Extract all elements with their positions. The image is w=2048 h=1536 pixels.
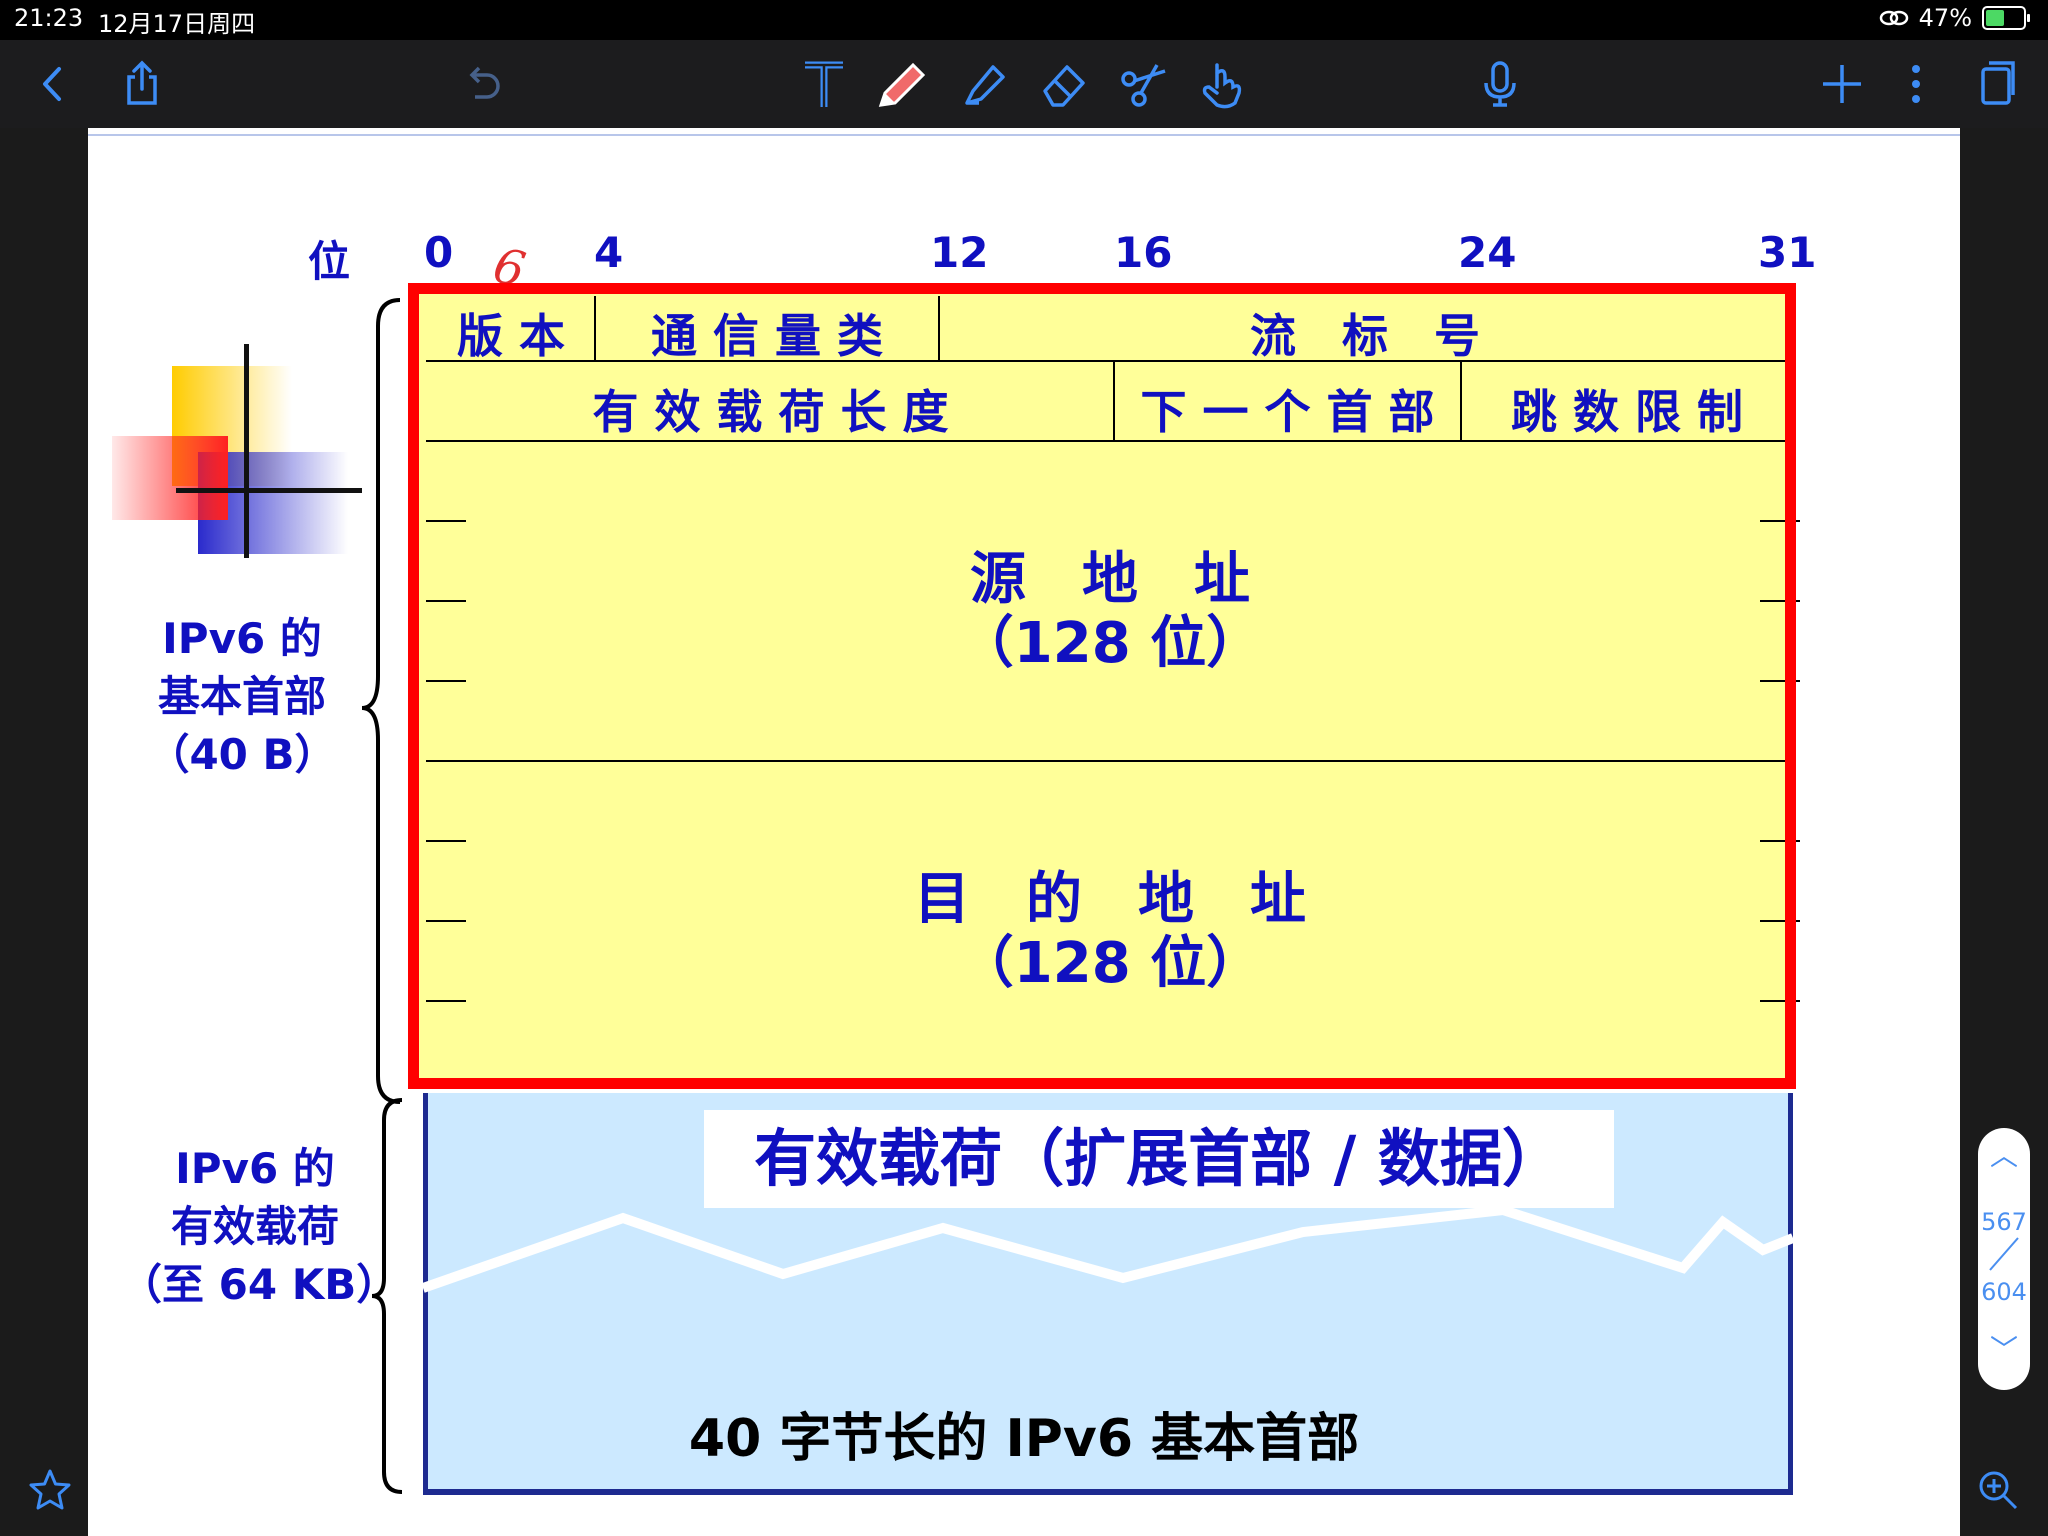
tick-mark — [426, 1000, 466, 1002]
hand-icon[interactable] — [1192, 54, 1252, 114]
field-payload-length: 有 效 载 荷 长 度 — [592, 385, 949, 439]
page-down-icon[interactable]: ﹀ — [1989, 1333, 2018, 1366]
tick-mark — [426, 920, 466, 922]
slide-top-divider — [88, 134, 1960, 136]
pen-icon[interactable] — [872, 54, 932, 114]
page-view-icon[interactable] — [1966, 54, 2026, 114]
battery-percent: 47% — [1918, 4, 1972, 32]
field-source-address: 源 地 址 （128 位） — [810, 548, 1410, 676]
destination-address-title: 目 的 地 址 — [914, 867, 1306, 932]
tick-mark — [426, 840, 466, 842]
scissors-icon[interactable] — [1114, 54, 1174, 114]
favorite-star-icon[interactable] — [6, 1446, 94, 1534]
tick-mark — [1760, 680, 1800, 682]
status-bar: 21:23 12月17日周四 47% — [0, 0, 2048, 40]
field-next-header: 下 一 个 首 部 — [1140, 385, 1435, 439]
field-destination-address: 目 的 地 址 （128 位） — [810, 868, 1410, 996]
side-label-payload-line2: 有效载荷 — [170, 1202, 339, 1251]
side-label-header-line1: IPv6 的 — [162, 614, 322, 663]
current-page: 567 — [1981, 1208, 2027, 1236]
payload-brace — [371, 1098, 403, 1494]
source-address-title: 源 地 址 — [970, 547, 1250, 612]
field-version: 版 本 — [456, 309, 565, 363]
page-separator-icon — [1989, 1237, 2019, 1271]
text-tool-icon[interactable] — [794, 54, 854, 114]
page-up-icon[interactable]: ︿ — [1989, 1139, 2018, 1172]
bit-tick-24: 24 — [1458, 228, 1517, 277]
toolbar — [0, 40, 2048, 128]
divider-payload-length — [1113, 362, 1115, 440]
divider-version — [594, 296, 596, 360]
bit-axis-label: 位 — [308, 237, 351, 286]
status-right: 47% — [1879, 4, 2030, 32]
tick-mark — [1760, 1000, 1800, 1002]
more-icon[interactable] — [1886, 54, 1946, 114]
status-time: 21:23 — [14, 4, 84, 32]
divider-traffic-class — [938, 296, 940, 360]
bit-tick-12: 12 — [930, 228, 989, 277]
tick-mark — [426, 520, 466, 522]
tick-mark — [1760, 600, 1800, 602]
page-scroller[interactable]: ︿ 567 604 ﹀ — [1978, 1128, 2030, 1390]
total-pages: 604 — [1981, 1278, 2027, 1306]
divider-next-header — [1460, 362, 1462, 440]
destination-address-size: （128 位） — [957, 931, 1263, 996]
slide-page[interactable]: 位 0 4 12 16 24 31 6 IPv6 的 基本首部 （40 B） I… — [88, 128, 1960, 1536]
header-brace — [361, 298, 401, 1104]
highlighter-icon[interactable] — [954, 54, 1014, 114]
bit-tick-16: 16 — [1114, 228, 1173, 277]
link-icon — [1879, 10, 1908, 26]
eraser-icon[interactable] — [1034, 54, 1094, 114]
field-hop-limit: 跳 数 限 制 — [1510, 385, 1744, 439]
address-divider — [426, 760, 1788, 762]
side-label-payload: IPv6 的 有效载荷 （至 64 KB） — [120, 1140, 399, 1314]
side-label-header-line3: （40 B） — [147, 730, 337, 779]
share-icon[interactable] — [112, 54, 172, 114]
row2-divider — [426, 440, 1788, 442]
tick-mark — [1760, 520, 1800, 522]
tick-mark — [426, 600, 466, 602]
side-label-payload-line1: IPv6 的 — [175, 1144, 335, 1193]
slide-decoration-squares — [112, 344, 362, 558]
status-date: 12月17日周四 — [98, 10, 256, 38]
payload-label: 有效载荷（扩展首部 / 数据） — [704, 1110, 1614, 1208]
row1-divider — [426, 360, 1788, 362]
source-address-size: （128 位） — [957, 611, 1263, 676]
add-icon[interactable] — [1812, 54, 1872, 114]
payload-break-line — [423, 1204, 1793, 1293]
header-highlight-frame — [408, 283, 1796, 1089]
bit-tick-4: 4 — [594, 228, 624, 277]
tick-mark — [426, 680, 466, 682]
slide-caption: 40 字节长的 IPv6 基本首部 — [688, 1409, 1360, 1469]
back-icon[interactable] — [24, 54, 84, 114]
tick-mark — [1760, 920, 1800, 922]
microphone-icon[interactable] — [1470, 54, 1530, 114]
field-flow-label: 流 标 号 — [1250, 309, 1480, 363]
ipv6-header-box — [414, 290, 1792, 1088]
battery-icon — [1982, 6, 2030, 30]
bit-tick-0: 0 — [424, 228, 454, 277]
field-traffic-class: 通 信 量 类 — [650, 309, 884, 363]
side-label-header-line2: 基本首部 — [157, 672, 326, 721]
side-label-payload-line3: （至 64 KB） — [120, 1260, 399, 1309]
tick-mark — [1760, 840, 1800, 842]
bit-tick-31: 31 — [1758, 228, 1817, 277]
zoom-in-icon[interactable] — [1954, 1446, 2042, 1534]
side-label-header: IPv6 的 基本首部 （40 B） — [132, 610, 352, 784]
undo-icon[interactable] — [452, 54, 512, 114]
